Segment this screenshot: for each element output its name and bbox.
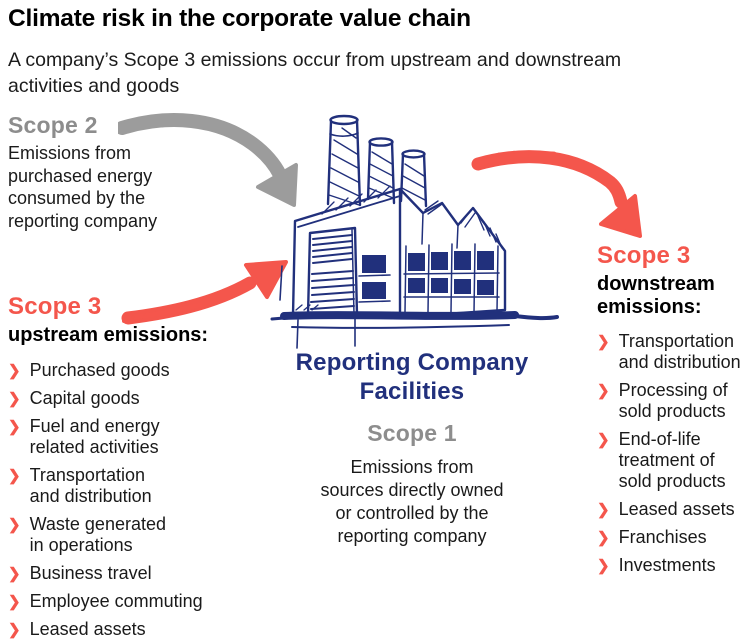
scope2-section: Scope 2 Emissions from purchased energy … (8, 112, 213, 232)
page-subtitle: A company’s Scope 3 emissions occur from… (8, 49, 622, 97)
page-title: Climate risk in the corporate value chai… (8, 5, 471, 32)
list-item-label: Capital goods (29, 388, 140, 408)
list-item: ❯ Transportation and distribution (597, 331, 753, 373)
scope3-upstream-section: Scope 3 upstream emissions: ❯ Purchased g… (8, 293, 223, 640)
scope1-section: Scope 1 Emissions from sources directly … (262, 420, 562, 548)
chevron-bullet-icon: ❯ (8, 362, 21, 380)
list-item: ❯ End-of-life treatment of sold products (597, 429, 753, 492)
list-item-label: Business travel (29, 563, 152, 583)
list-item-label: Franchises (618, 527, 707, 547)
scope3-upstream-heading: Scope 3 (8, 293, 102, 320)
list-item: ❯ Business travel (8, 563, 223, 584)
chevron-bullet-icon: ❯ (597, 557, 610, 575)
scope3-downstream-heading: Scope 3 (597, 242, 691, 269)
list-item: ❯ Employee commuting (8, 591, 223, 612)
list-item-label: Waste generated in operations (29, 514, 166, 555)
facility-label: Reporting Company Facilities (295, 349, 529, 405)
list-item-label: Purchased goods (29, 360, 170, 380)
list-item-label: End-of-life treatment of sold products (618, 429, 726, 491)
list-item-label: Leased assets (618, 499, 735, 519)
scope2-arrow-icon (118, 113, 298, 207)
list-item: ❯ Fuel and energy related activities (8, 416, 223, 458)
list-item-label: Investments (618, 555, 716, 575)
upstream-emissions-list: ❯ Purchased goods ❯ Capital goods ❯ Fuel an… (8, 360, 223, 640)
chevron-bullet-icon: ❯ (8, 621, 21, 639)
chevron-bullet-icon: ❯ (597, 333, 610, 351)
list-item: ❯ Capital goods (8, 388, 223, 409)
list-item-label: Leased assets (29, 619, 146, 639)
chevron-bullet-icon: ❯ (597, 501, 610, 519)
list-item-label: Employee commuting (29, 591, 203, 611)
chevron-bullet-icon: ❯ (8, 418, 21, 436)
list-item: ❯ Franchises (597, 527, 753, 548)
list-item-label: Fuel and energy related activities (29, 416, 160, 457)
scope2-heading: Scope 2 (8, 112, 98, 138)
list-item: ❯ Processing of sold products (597, 380, 753, 422)
list-item: ❯ Purchased goods (8, 360, 223, 381)
list-item: ❯ Leased assets (597, 499, 753, 520)
scope2-description: Emissions from purchased energy consumed… (8, 143, 158, 231)
list-item-label: Transportation and distribution (618, 331, 741, 372)
list-item: ❯ Leased assets (8, 619, 223, 640)
chevron-bullet-icon: ❯ (597, 382, 610, 400)
scope3-downstream-arrow-icon (471, 150, 642, 238)
chevron-bullet-icon: ❯ (8, 467, 21, 485)
scope1-heading: Scope 1 (367, 420, 457, 446)
scope3-upstream-subheading: upstream emissions: (8, 324, 209, 346)
list-item: ❯ Investments (597, 555, 753, 576)
chevron-bullet-icon: ❯ (597, 431, 610, 449)
chevron-bullet-icon: ❯ (8, 516, 21, 534)
list-item: ❯ Waste generated in operations (8, 514, 223, 556)
scope3-downstream-subheading: downstream emissions: (597, 273, 715, 318)
chevron-bullet-icon: ❯ (597, 529, 610, 547)
chevron-bullet-icon: ❯ (8, 565, 21, 583)
chevron-bullet-icon: ❯ (8, 593, 21, 611)
scope1-description: Emissions from sources directly owned or… (320, 457, 504, 546)
chevron-bullet-icon: ❯ (8, 390, 21, 408)
factory-icon (270, 114, 559, 349)
scope3-upstream-arrow-icon (121, 260, 288, 325)
list-item-label: Processing of sold products (618, 380, 728, 421)
downstream-emissions-list: ❯ Transportation and distribution ❯ Proces… (597, 331, 753, 576)
list-item: ❯ Transportation and distribution (8, 465, 223, 507)
scope3-downstream-section: Scope 3 downstream emissions: ❯ Transport… (597, 242, 753, 576)
list-item-label: Transportation and distribution (29, 465, 152, 506)
